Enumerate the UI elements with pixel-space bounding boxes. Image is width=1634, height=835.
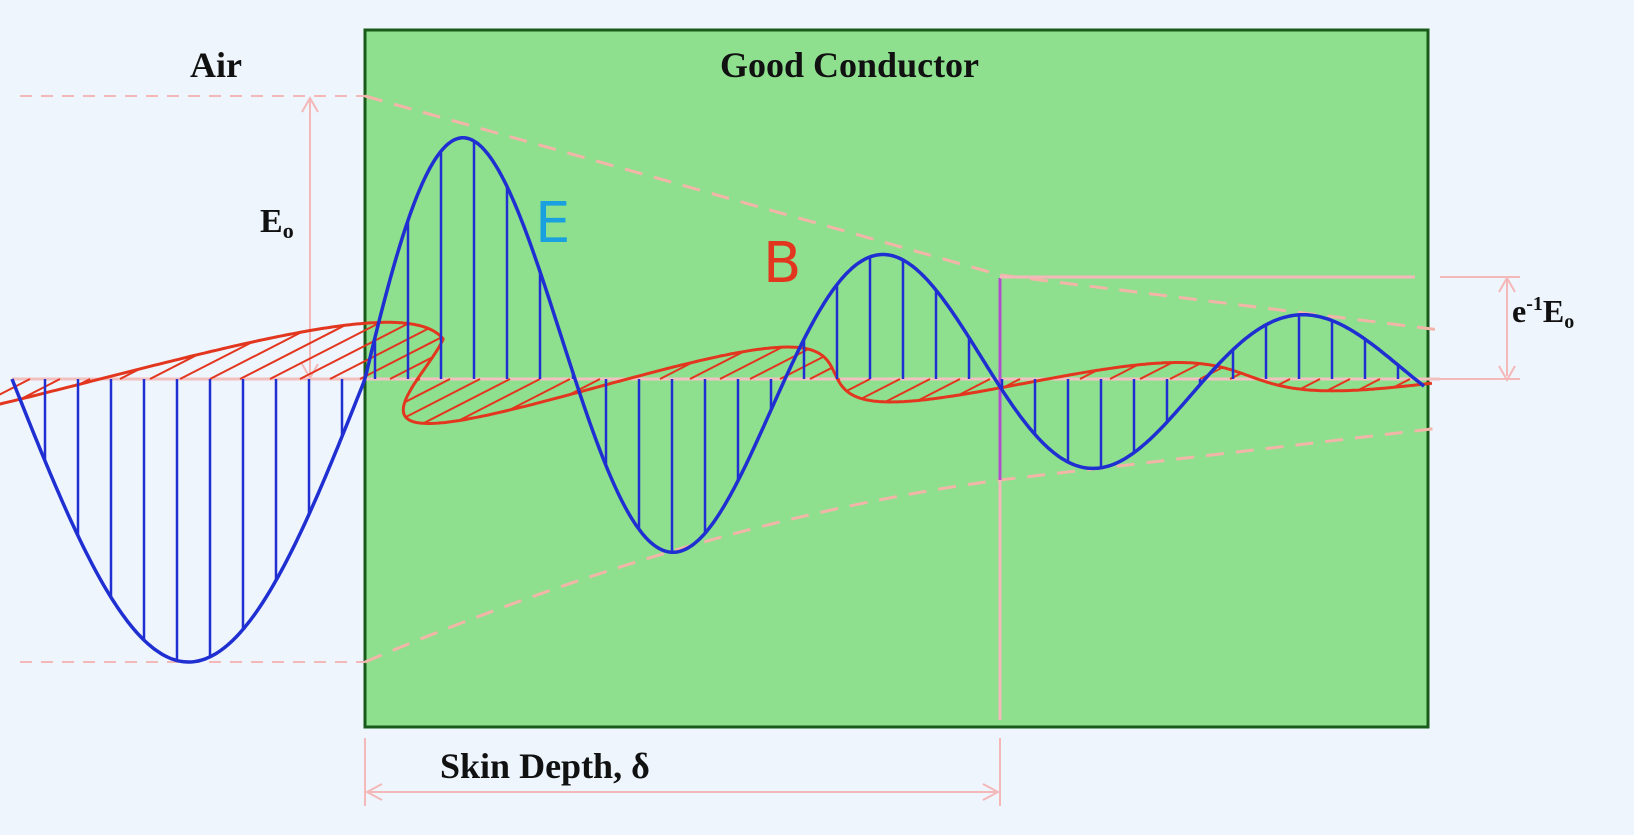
b-field-hatch-line (404, 378, 451, 404)
b-field-hatch-line (861, 378, 901, 400)
e0-label-subscript: o (283, 218, 294, 243)
decayed-amplitude-exponent: -1 (1526, 293, 1543, 315)
b-field-hatch-line (239, 324, 346, 380)
b-field-hatch-line (1139, 361, 1173, 380)
b-field-hatch-line (1109, 364, 1139, 380)
decayed-arrow-head-top (1498, 275, 1516, 293)
e-wave-label: E (535, 191, 570, 256)
e-field-hatching (43, 141, 1400, 661)
b-field-wave (0, 320, 1433, 425)
b-field-hatch-line (359, 336, 443, 380)
e0-label-main: E (260, 203, 283, 240)
b-field-hatch-line (809, 366, 833, 380)
b-field-hatch-line (269, 321, 381, 380)
b-field-hatch-line (1169, 362, 1201, 380)
b-field-hatch-line (20, 378, 61, 400)
upper-decay-envelope (364, 94, 1441, 332)
b-field-hatch-line (405, 378, 481, 418)
e0-arrow-head-bottom (301, 363, 319, 381)
skin-depth-arrow-head-right (982, 783, 1001, 801)
b-field-hatch-line (458, 378, 541, 422)
lower-decay-envelope (364, 426, 1441, 664)
b-field-hatch-line (884, 378, 931, 403)
b-field-hatch-line (689, 350, 744, 380)
b-field-hatch-line (0, 378, 31, 396)
b-field-hatch-line (1326, 378, 1351, 392)
b-field-hatch-line (149, 353, 198, 380)
air-label: Air (190, 45, 242, 85)
decayed-amplitude-main: E (1543, 293, 1564, 329)
b-field-hatch-line (422, 378, 511, 425)
decayed-arrow-head-bottom (1498, 365, 1516, 383)
b-field-hatch-line (209, 331, 303, 380)
b-field-hatch-line (1357, 378, 1381, 391)
e0-label: Eo (260, 203, 294, 243)
e-field-wave (10, 136, 1426, 664)
skin-depth-label: Skin Depth, δ (440, 746, 650, 786)
decayed-amplitude-e: e (1512, 293, 1526, 329)
b-field-hatch-line (917, 378, 961, 402)
b-field-hatch-line (719, 346, 783, 380)
b-field-hatch-line (846, 378, 871, 392)
b-field-hatch-line (389, 356, 434, 380)
b-field-hatch-line (958, 378, 991, 396)
b-field-hatch-line (299, 322, 409, 380)
b-field-hatch-line (1299, 378, 1321, 390)
b-field-hatch-line (329, 327, 429, 380)
decayed-amplitude-label: e-1Eo (1512, 293, 1574, 333)
b-field-hatch-line (508, 378, 571, 411)
decayed-amplitude-subscript: o (1564, 311, 1574, 333)
b-field-hatch-line (179, 341, 253, 380)
e0-arrow-head-top (301, 95, 319, 113)
b-wave-label: B (763, 231, 801, 296)
skin-depth-arrow-head-left (364, 783, 383, 801)
good-conductor-label: Good Conductor (720, 45, 979, 85)
